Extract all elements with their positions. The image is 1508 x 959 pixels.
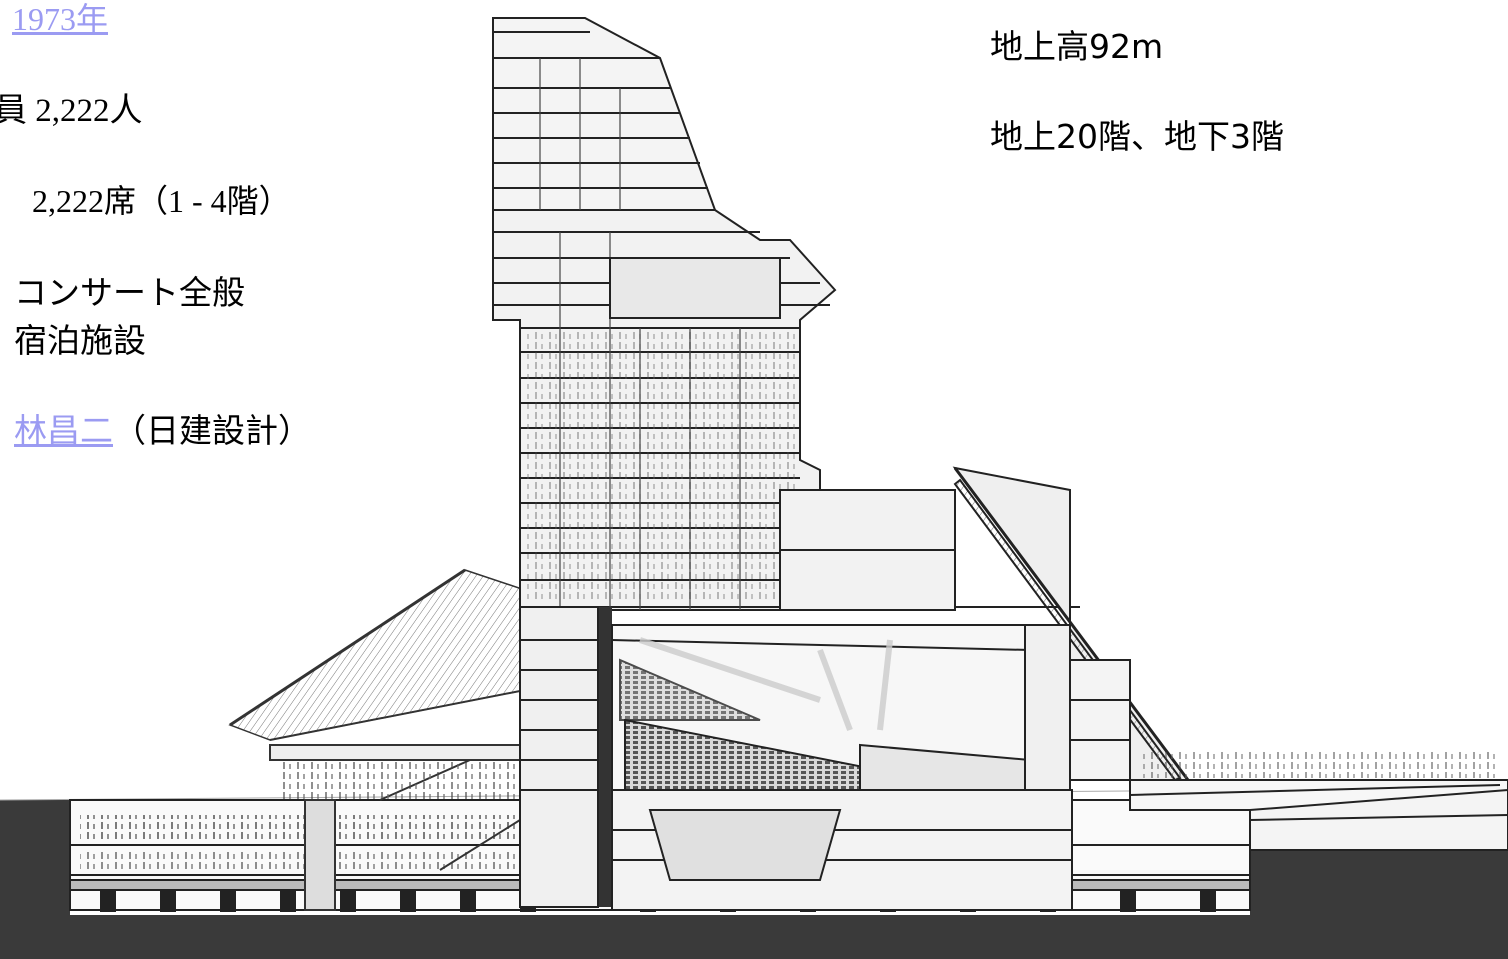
basement-people [80, 815, 600, 841]
left-ramp [269, 744, 521, 911]
tower-occupants [525, 330, 795, 600]
left-block-floors [520, 639, 598, 791]
use-text-line2: 宿泊施設 [14, 321, 146, 360]
right-wing-rooms [1069, 659, 1131, 781]
floors-text: 地上20階、地下3階 [990, 117, 1284, 156]
basement-people-lower [80, 850, 600, 872]
use-text-line1: コンサート全般 [14, 273, 245, 312]
left-canopy-roof [228, 568, 526, 741]
right-plaza [1129, 779, 1508, 811]
height-text: 地上高92m [990, 27, 1164, 66]
left-plaza-people [280, 760, 520, 800]
left-block [519, 606, 599, 908]
architect-firm: （日建設計） [113, 411, 311, 450]
stage-light-beams [639, 637, 893, 732]
ground-mass [0, 790, 1508, 959]
stage-fly-tower [1024, 624, 1071, 791]
right-wing-floors [1070, 699, 1130, 741]
architect-line: 林昌二（日建設計） [14, 412, 311, 450]
central-core [596, 607, 612, 907]
right-plaza-cars [1140, 752, 1500, 778]
seats-text: 2,222席（1 - 4階） [32, 183, 291, 219]
lower-hall-floors [611, 789, 1073, 911]
capacity-text: 員 2,222人 [0, 93, 143, 129]
year-link[interactable]: 1973年 [12, 1, 109, 37]
concert-hall [611, 624, 1061, 791]
banquet-hall [609, 257, 781, 319]
architect-link[interactable]: 林昌二 [14, 411, 113, 450]
